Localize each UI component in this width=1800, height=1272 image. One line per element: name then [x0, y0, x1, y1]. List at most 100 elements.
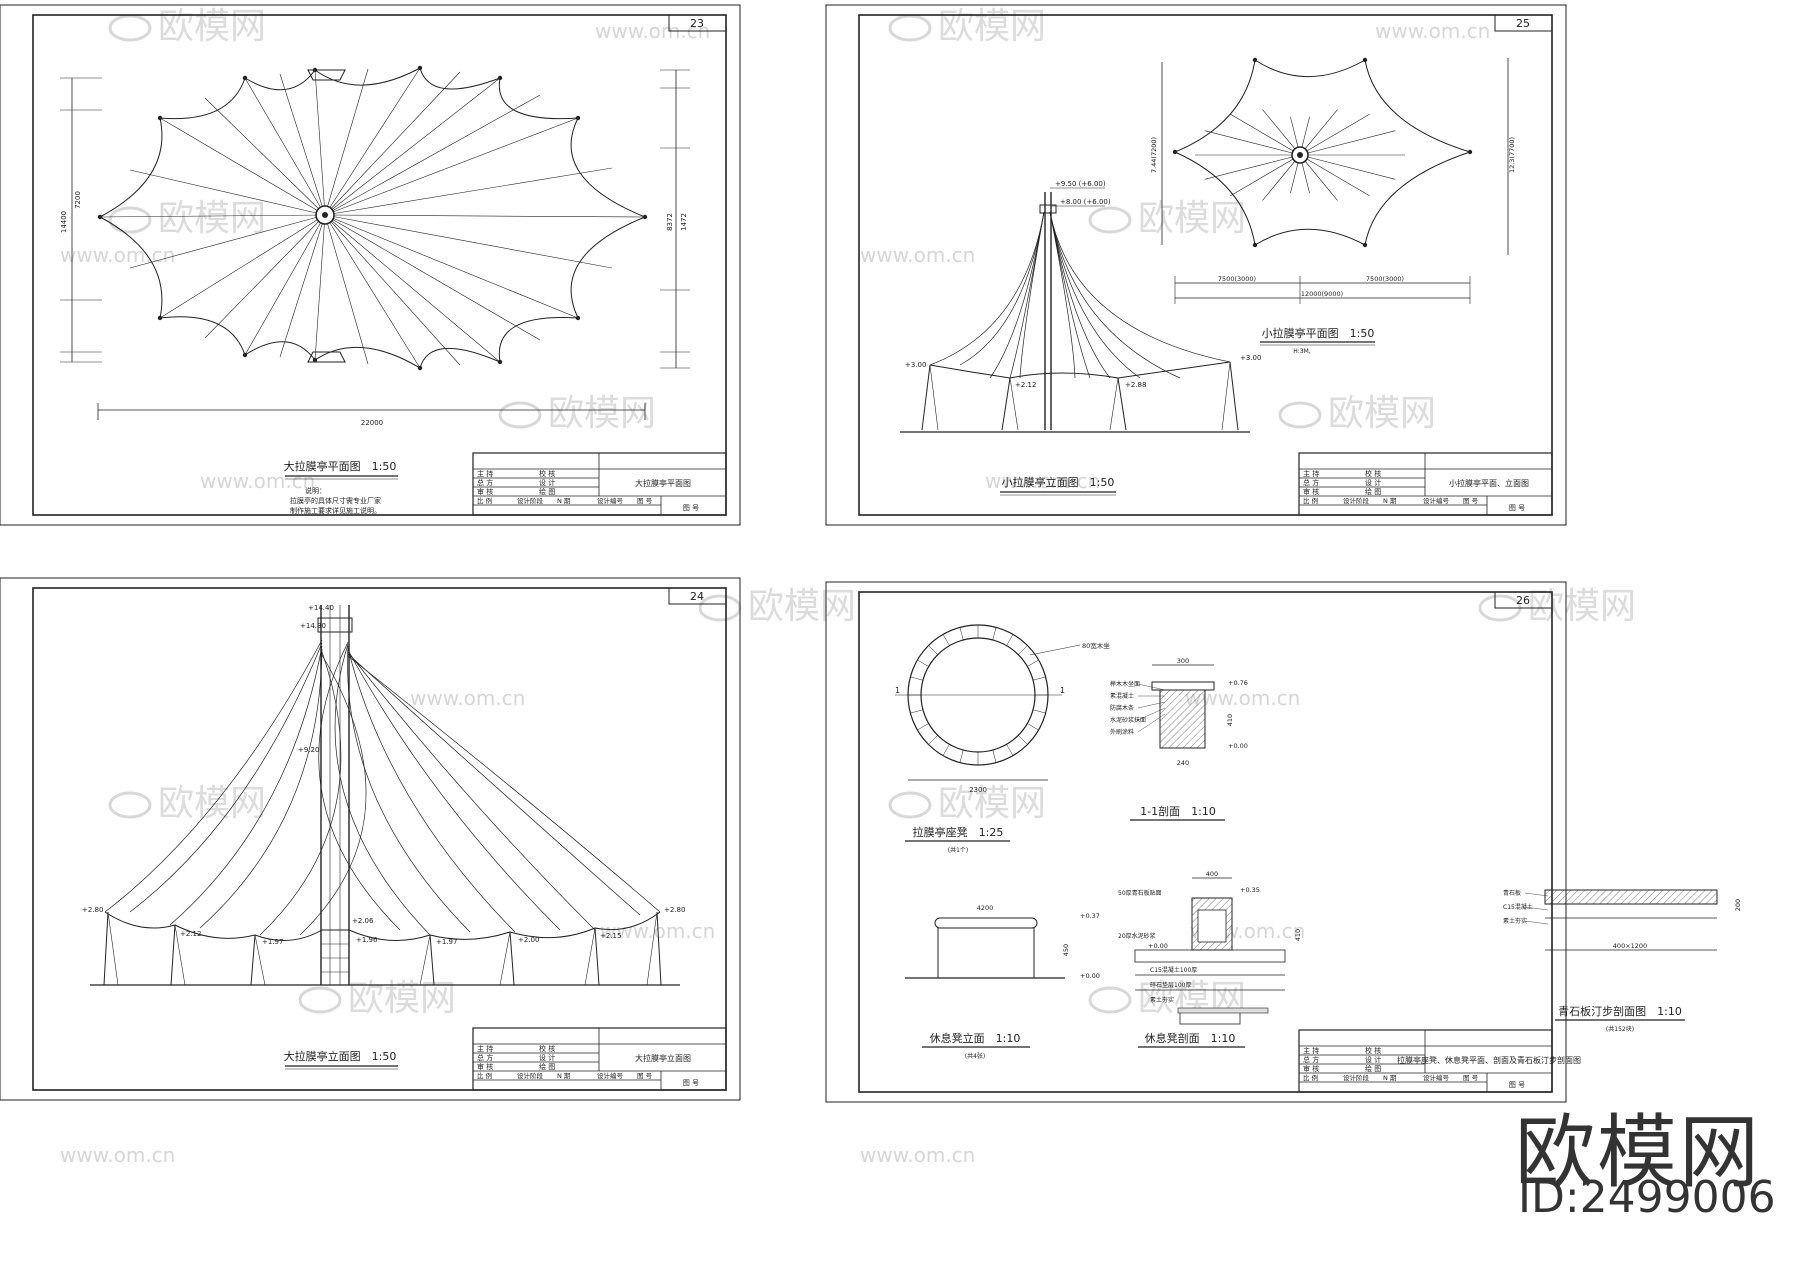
cable [989, 211, 1045, 379]
title-block-cell: 绘 图 [539, 487, 555, 496]
pavement [1134, 949, 1286, 963]
cable [347, 655, 661, 913]
section-mark: 1 [895, 686, 900, 695]
membrane-edge [929, 361, 1231, 379]
level-label: +3.00 [905, 361, 926, 369]
support-brace [1221, 361, 1231, 431]
level-label: +2.12 [180, 930, 201, 938]
support-post [509, 931, 515, 986]
membrane-rib [1230, 113, 1301, 156]
annotation: 防腐木条 [1110, 704, 1134, 712]
membrane-rib [324, 77, 501, 216]
level-label: +2.88 [1125, 381, 1146, 389]
level-label: +2.12 [1015, 381, 1036, 389]
level-label: +0.00 [1080, 972, 1100, 980]
annotation: 榉木木坐面 [1110, 680, 1140, 688]
title-block-footer: 比 例 [1303, 496, 1318, 505]
level-label: +2.15 [600, 932, 621, 940]
bench-top [934, 917, 1038, 929]
ring-slat [910, 709, 924, 714]
dimension-label: 12.3(7700) [1508, 137, 1516, 173]
section-core [1197, 909, 1227, 943]
dimension-label: 8372 [666, 213, 674, 231]
watermark-logo: 欧模网 [548, 393, 656, 434]
anchor-point [497, 75, 503, 81]
watermark-logo-icon [108, 791, 152, 819]
annotation: 80宽木坐 [1082, 641, 1110, 650]
membrane-rib [324, 214, 579, 319]
sheet-number-box [1494, 14, 1553, 32]
leader-line [1137, 707, 1166, 721]
membrane-rib [1262, 109, 1301, 156]
drawing-title: 1-1剖面 1:10 [1140, 804, 1216, 818]
watermark-logo: 欧模网 [938, 783, 1046, 824]
dimension-label: 22000 [361, 419, 383, 427]
level-label: +14.40 [308, 604, 334, 612]
membrane-rib [324, 68, 369, 216]
membrane-rib [324, 71, 461, 216]
section-mark: 1 [1060, 686, 1065, 695]
support-brace [174, 924, 186, 986]
watermark-logo-icon [1278, 401, 1322, 429]
membrane-rib [129, 169, 326, 216]
anchor-point [417, 365, 423, 371]
title-block-cell: 审 核 [1303, 487, 1319, 496]
dimension-label: 7.44(7200) [1150, 137, 1158, 173]
note-line: 说明： [305, 486, 326, 495]
sheet-name: 小拉膜亭平面、立面图 [1449, 478, 1529, 488]
ring-slat [1018, 735, 1028, 745]
watermark-url: www.om.cn [985, 469, 1100, 493]
anchor-point [1467, 149, 1473, 155]
title-block-cell: 设 计 [1365, 478, 1381, 487]
drawing-subtitle: H:3M, [1293, 348, 1311, 355]
leader-line [1137, 683, 1166, 691]
dimension-label: 300 [1177, 657, 1189, 665]
annotation: 20厚水泥砂浆 [1118, 932, 1156, 940]
membrane-rib [129, 214, 326, 269]
gravel-layer [1177, 1007, 1269, 1014]
sheet-name: 大拉膜亭立面图 [635, 1053, 691, 1063]
drawing-title: 大拉膜亭立面图 1:50 [284, 1049, 397, 1063]
title-block-footer: 设计阶段 [1343, 1073, 1370, 1082]
anchor-point [1172, 149, 1178, 155]
anchor-point [1252, 242, 1258, 248]
title-block-footer: 设计阶段 [517, 1071, 544, 1080]
ring-slat [1032, 709, 1046, 714]
inner-frame [858, 14, 1553, 516]
title-block-footer: 设计阶段 [517, 496, 544, 505]
watermark-logo-icon [1088, 206, 1132, 234]
watermark-url: www.om.cn [60, 1143, 175, 1167]
membrane-rib [324, 214, 501, 363]
mast-cap [317, 617, 353, 633]
title-block-footer: 图 号 [637, 1072, 653, 1080]
drawing-subtitle: (共1个) [948, 846, 969, 854]
membrane-rib [1204, 154, 1301, 180]
level-label: +1.97 [436, 938, 457, 946]
anchor-point [312, 357, 318, 363]
level-label: +1.96 [356, 936, 378, 944]
watermark-logo-icon [1088, 986, 1132, 1014]
sheet-number-box [668, 587, 727, 605]
ring-slat [1006, 744, 1014, 756]
watermark-logo: 欧模网 [158, 783, 266, 824]
anchor-point [497, 359, 503, 365]
membrane-rib [314, 214, 326, 361]
sheet-number: 23 [690, 17, 704, 30]
sheet-number: 25 [1516, 17, 1530, 30]
support-post [429, 934, 435, 986]
annotation: 素混凝土 [1110, 692, 1134, 700]
ring-slat [942, 744, 950, 756]
watermark-logo: 欧模网 [348, 978, 456, 1019]
membrane-rib [1299, 113, 1370, 156]
anchor-point [1362, 242, 1368, 248]
brand-id: ID:2499006 [1518, 1172, 1776, 1223]
title-block-cell: 主 持 [477, 1044, 493, 1053]
membrane-rib [244, 77, 326, 216]
ring-slat [917, 659, 929, 667]
title-block-footer: 设计编号 [1423, 1073, 1450, 1082]
